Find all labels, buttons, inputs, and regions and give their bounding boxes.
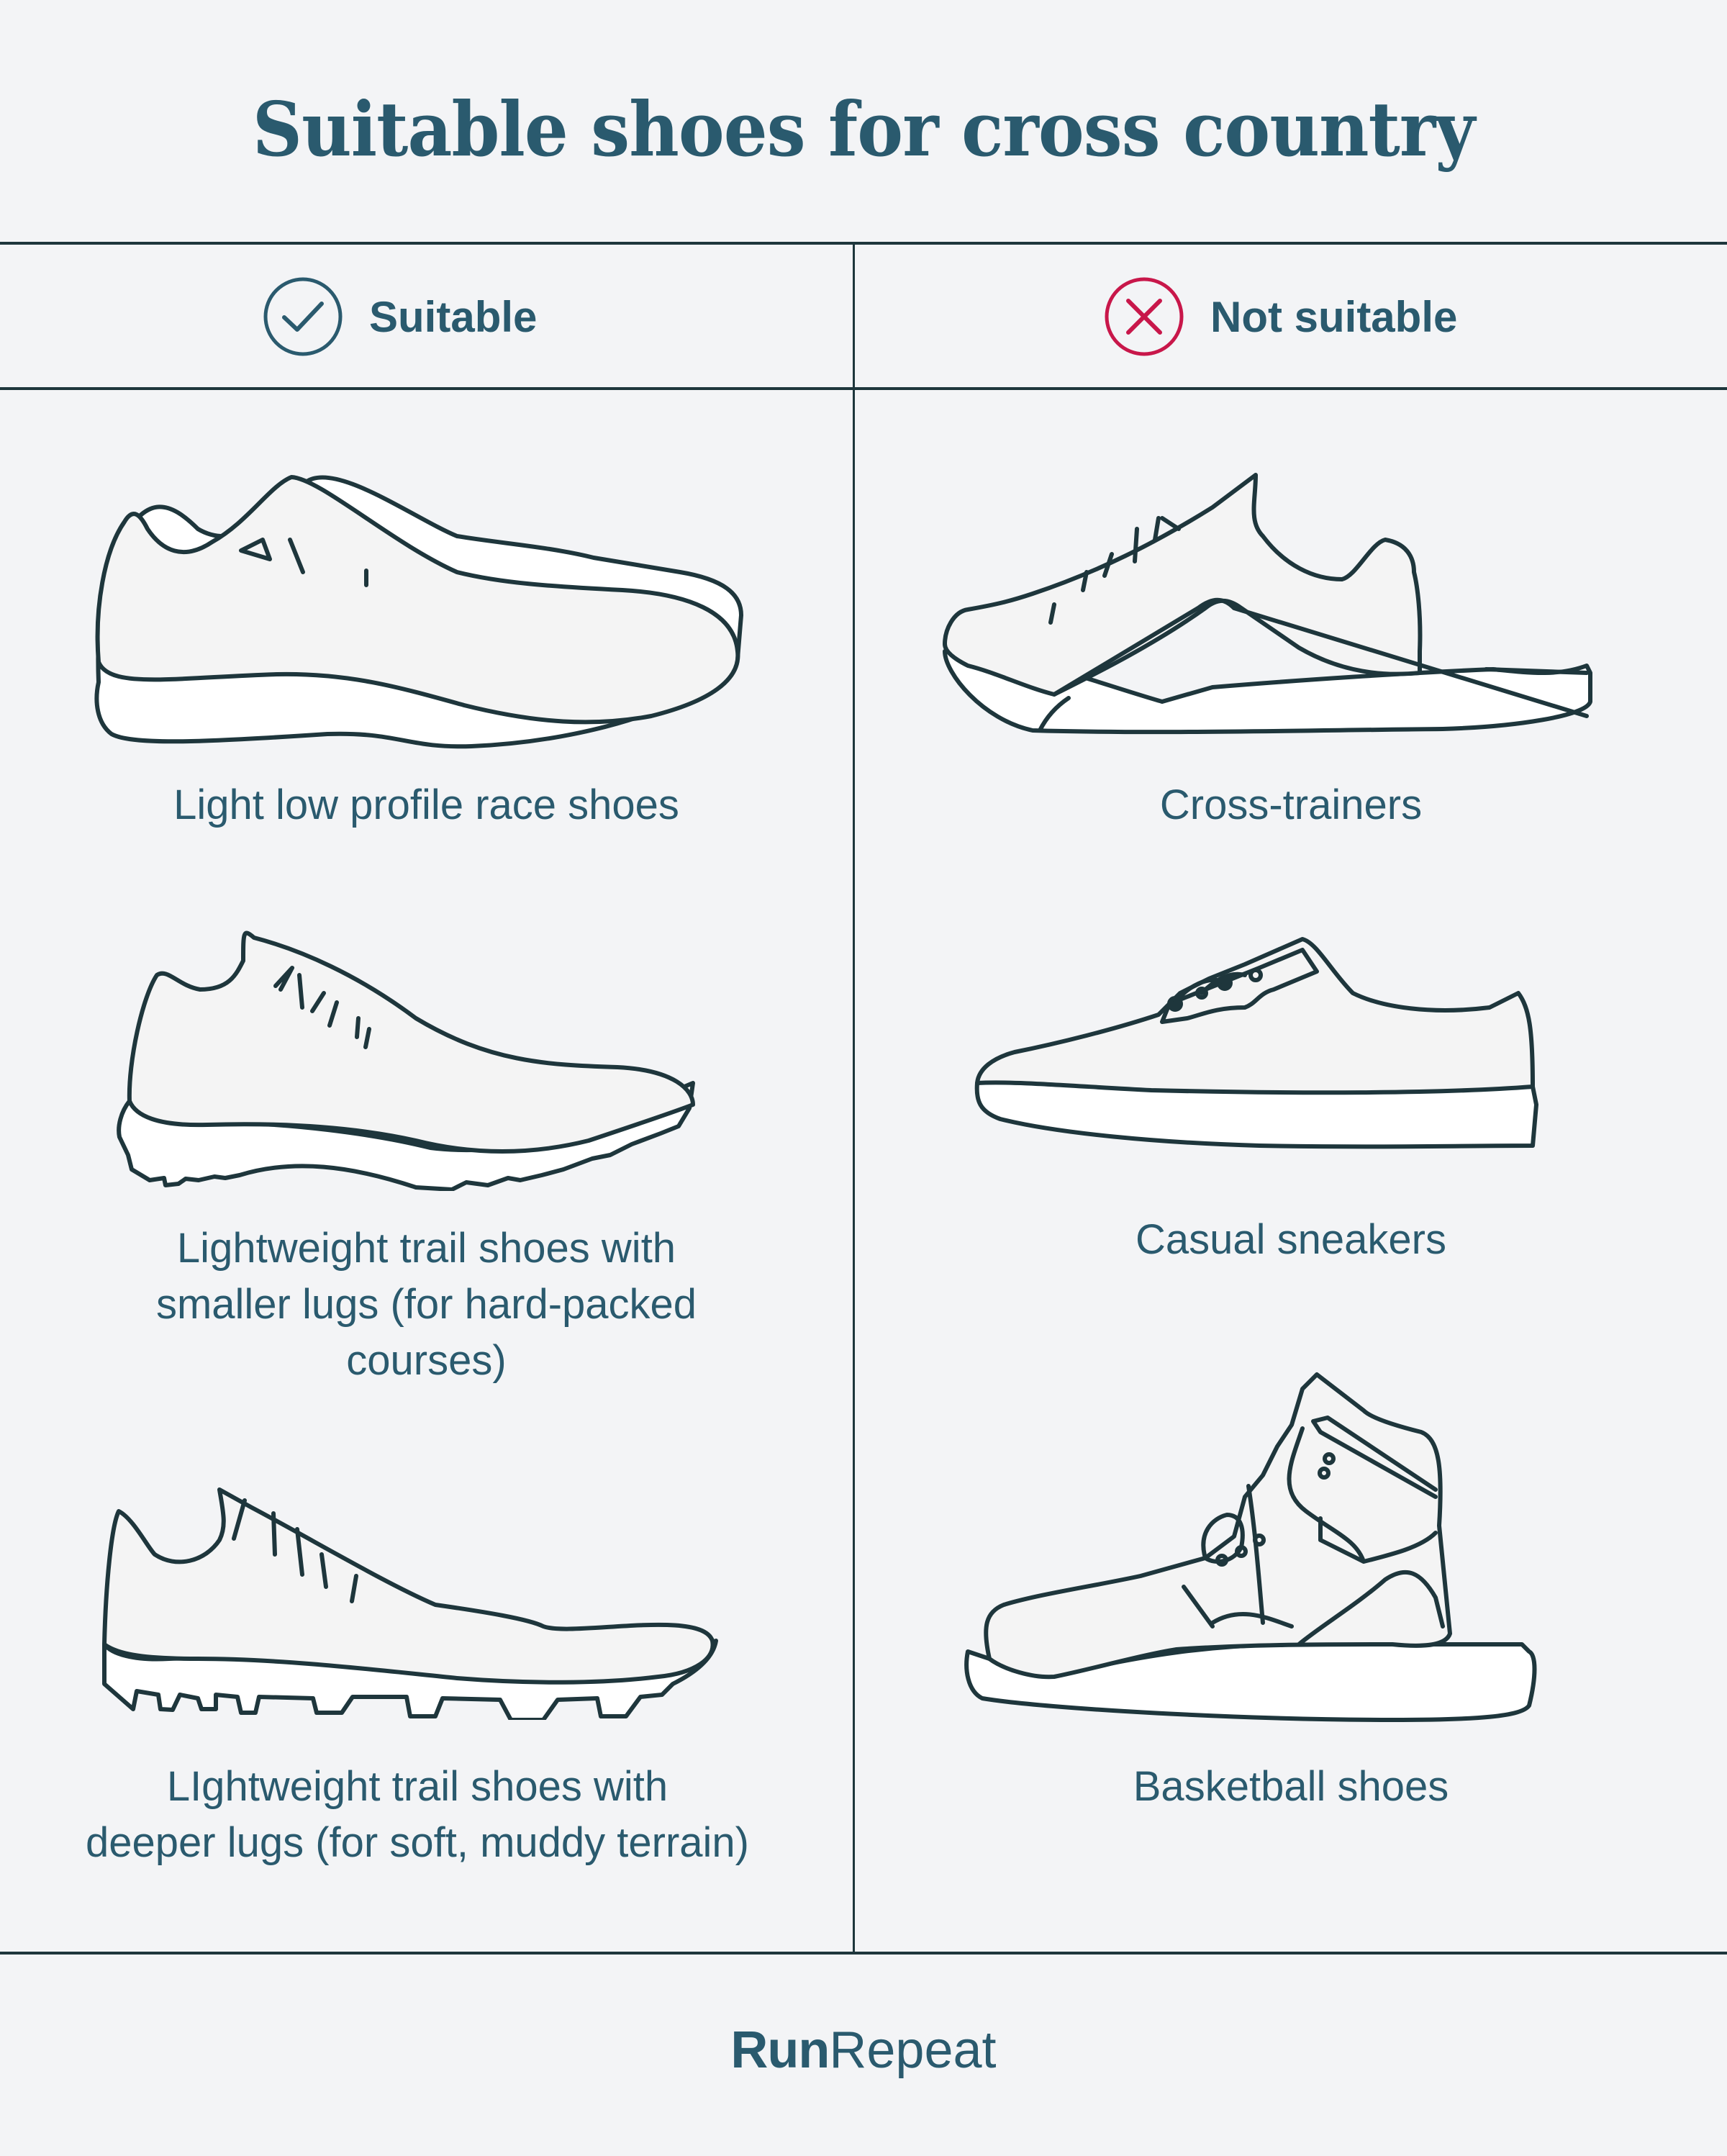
column-header-label: Suitable <box>369 292 538 341</box>
caption-casual-sneakers: Casual sneakers <box>1136 1216 1446 1263</box>
casual-sneaker-icon <box>974 937 1538 1149</box>
caption-trail-small-lugs: Lightweight trail shoes with smaller lug… <box>155 1225 697 1384</box>
caption-trail-deep-lugs: LIghtweight trail shoes with deeper lugs… <box>86 1763 749 1866</box>
page-title: Suitable shoes for cross country <box>252 85 1475 173</box>
trail-shoe-deep-lugs-icon <box>102 1487 718 1720</box>
column-divider <box>853 243 855 1955</box>
basketball-shoe-icon <box>964 1372 1537 1722</box>
header-bottom-divider <box>0 387 1727 390</box>
column-header-label: Not suitable <box>1210 292 1458 341</box>
table-bottom-divider <box>0 1952 1727 1955</box>
race-shoe-icon <box>94 475 743 749</box>
column-header-suitable: Suitable <box>263 273 537 360</box>
column-header-not-suitable: Not suitable <box>1104 273 1457 360</box>
cross-trainer-icon <box>943 473 1592 735</box>
header-top-divider <box>0 242 1727 245</box>
trail-shoe-small-lugs-icon <box>117 930 695 1191</box>
check-circle-icon <box>263 276 343 357</box>
caption-basketball-shoes: Basketball shoes <box>1133 1763 1449 1810</box>
caption-cross-trainers: Cross-trainers <box>1159 782 1423 828</box>
runrepeat-logo: RunRepeat <box>730 2021 997 2079</box>
caption-race-shoes: Light low profile race shoes <box>173 782 679 828</box>
x-circle-icon <box>1104 276 1184 357</box>
